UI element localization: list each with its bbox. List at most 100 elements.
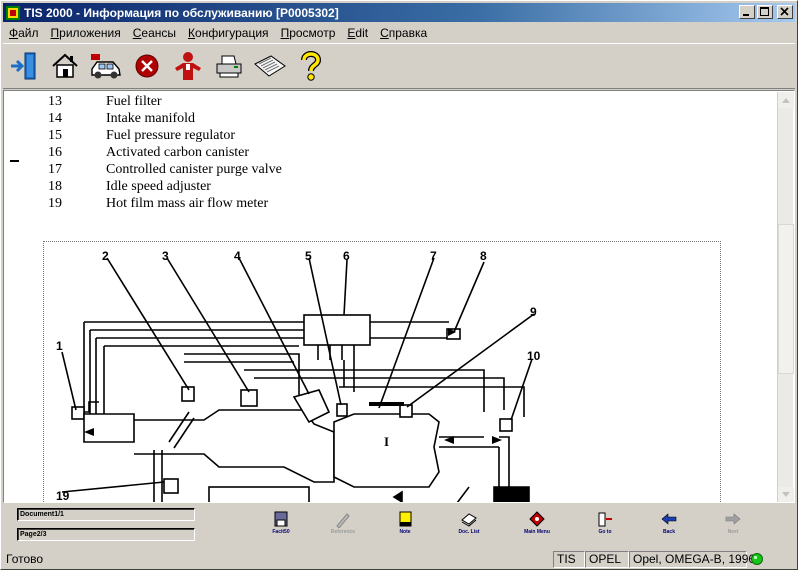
- menu-accelerator: К: [188, 25, 196, 40]
- menu-label-rest: правка: [388, 25, 428, 40]
- main-menu-button[interactable]: Main Menu: [509, 510, 565, 542]
- user-button[interactable]: [171, 48, 205, 84]
- vehicle-button[interactable]: [89, 48, 123, 84]
- menu-accelerator: П: [280, 25, 290, 40]
- status-text: Готово: [6, 552, 44, 566]
- print-icon: [216, 55, 242, 78]
- callout-3: 3: [162, 249, 169, 263]
- help-button[interactable]: [294, 48, 328, 84]
- maximize-icon: [760, 7, 769, 16]
- vehicle-icon: [91, 54, 121, 79]
- notes-button[interactable]: [253, 48, 287, 84]
- callout-2: 2: [102, 249, 109, 263]
- home-icon: [52, 53, 78, 78]
- pen-icon: [336, 513, 350, 528]
- menu-item-5[interactable]: Edit: [341, 26, 374, 40]
- legend-item: 15 Fuel pressure regulator: [48, 127, 282, 144]
- scroll-up-button[interactable]: [778, 92, 794, 108]
- menu-accelerator: С: [132, 25, 142, 40]
- menu-accelerator: E: [347, 25, 356, 40]
- page-indicator: Page2/3: [17, 528, 195, 541]
- callout-19: 19: [56, 489, 70, 503]
- menu-item-6[interactable]: Справка: [374, 26, 433, 40]
- menu-item-2[interactable]: Сеансы: [127, 26, 182, 40]
- user-icon: [175, 52, 201, 80]
- nav-label: Back: [663, 529, 675, 535]
- close-button[interactable]: [777, 5, 793, 19]
- next-arrow-icon: [725, 513, 741, 525]
- menu-item-1[interactable]: Приложения: [45, 26, 127, 40]
- menu-item-4[interactable]: Просмотр: [275, 26, 342, 40]
- nav-label: Reference: [330, 529, 356, 535]
- doc-list-icon: [461, 513, 477, 527]
- arrow-down-icon: [782, 492, 790, 497]
- facit-button[interactable]: Facit50: [253, 510, 309, 542]
- nav-label: Note: [399, 529, 411, 535]
- legend-label: Fuel pressure regulator: [106, 127, 236, 143]
- back-button[interactable]: Back: [641, 510, 697, 542]
- back-arrow-icon: [661, 513, 677, 525]
- notes-icon: [254, 55, 286, 77]
- disk-icon: [274, 511, 288, 527]
- menu-accelerator: С: [380, 25, 389, 40]
- legend-item: 16 Activated carbon canister: [48, 144, 282, 161]
- engine-label: I: [384, 434, 389, 449]
- exit-button[interactable]: [7, 48, 41, 84]
- callout-5: 5: [305, 249, 312, 263]
- legend-number: 15: [48, 127, 62, 143]
- position-marker: [10, 160, 19, 162]
- close-icon: [780, 7, 789, 16]
- menu-accelerator: Ф: [9, 25, 19, 40]
- scroll-down-button[interactable]: [778, 487, 794, 502]
- vertical-scrollbar[interactable]: [777, 92, 794, 502]
- window-title: TIS 2000 - Информация по обслуживанию [P…: [24, 5, 339, 20]
- title-bar[interactable]: TIS 2000 - Информация по обслуживанию [P…: [3, 3, 795, 22]
- reference-button: Reference: [315, 510, 371, 542]
- note-icon: [399, 511, 412, 527]
- stop-button[interactable]: [130, 48, 164, 84]
- nav-label: Facit50: [272, 529, 290, 535]
- nav-label: Doc. List: [458, 529, 480, 535]
- callout-7: 7: [430, 249, 437, 263]
- minimize-icon: [743, 14, 749, 16]
- main-menu-icon: [529, 511, 545, 527]
- menu-label-rest: dit: [355, 25, 369, 40]
- menu-accelerator: П: [50, 25, 60, 40]
- document-indicator: Document1/1: [17, 508, 195, 521]
- menu-label-rest: росмотр: [289, 25, 336, 40]
- callout-10: 10: [527, 349, 541, 363]
- home-button[interactable]: [48, 48, 82, 84]
- legend-number: 14: [48, 110, 62, 126]
- arrow-up-icon: [782, 98, 790, 103]
- minimize-button[interactable]: [739, 5, 755, 19]
- legend-number: 19: [48, 195, 62, 211]
- status-brand: OPEL: [585, 550, 629, 568]
- doc-list-button[interactable]: Doc. List: [441, 510, 497, 542]
- legend-label: Activated carbon canister: [106, 144, 250, 160]
- legend-number: 16: [48, 144, 62, 160]
- legend-label: Controlled canister purge valve: [106, 161, 282, 177]
- status-light-icon: [751, 553, 763, 565]
- maximize-button[interactable]: [757, 5, 773, 19]
- stop-icon: [135, 54, 159, 78]
- note-button[interactable]: Note: [377, 510, 433, 542]
- menu-item-3[interactable]: Конфигурация: [182, 26, 275, 40]
- print-button[interactable]: [212, 48, 246, 84]
- goto-button[interactable]: Go to: [577, 510, 633, 542]
- menu-label-rest: айл: [18, 25, 39, 40]
- scroll-thumb[interactable]: [778, 224, 794, 374]
- nav-label: Next: [727, 529, 739, 535]
- menu-item-0[interactable]: Файл: [3, 26, 45, 40]
- goto-icon: [598, 512, 612, 527]
- menu-label-rest: онфигурация: [195, 25, 269, 40]
- status-vehicle: Opel, OMEGA-B, 1996: [629, 550, 755, 568]
